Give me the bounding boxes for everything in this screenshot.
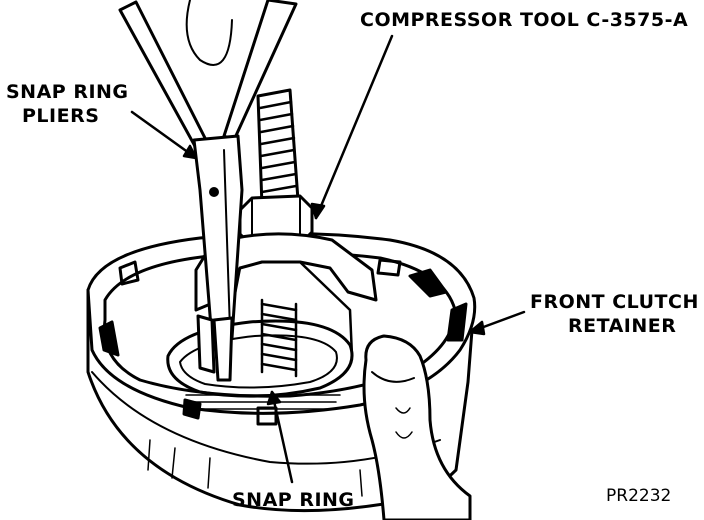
front-clutch-retainer-label: FRONT CLUTCH RETAINER: [530, 290, 699, 338]
snap-ring-leader: [270, 390, 294, 484]
figure-id: PR2232: [606, 486, 672, 506]
compressor-tool-label: COMPRESSOR TOOL C-3575-A: [360, 9, 689, 31]
snap-ring-pliers-label-line1: SNAP RING: [6, 81, 129, 103]
snap-ring-shape: [166, 319, 354, 410]
hand-fingers: [362, 334, 472, 520]
snap-ring-pliers-label-line2: PLIERS: [22, 105, 100, 127]
front-clutch-retainer-label-line2: RETAINER: [568, 315, 677, 337]
compressor-spring: [260, 298, 298, 378]
compressor-tool-leader: [314, 34, 394, 220]
pliers-leader: [130, 110, 198, 160]
leader-lines: [130, 34, 526, 484]
snap-ring-label: SNAP RING: [232, 489, 355, 511]
snap-ring-pliers-label: SNAP RING PLIERS: [6, 80, 129, 128]
snap-ring-pliers: [118, 0, 298, 382]
front-clutch-retainer-label-line1: FRONT CLUTCH: [530, 291, 699, 313]
